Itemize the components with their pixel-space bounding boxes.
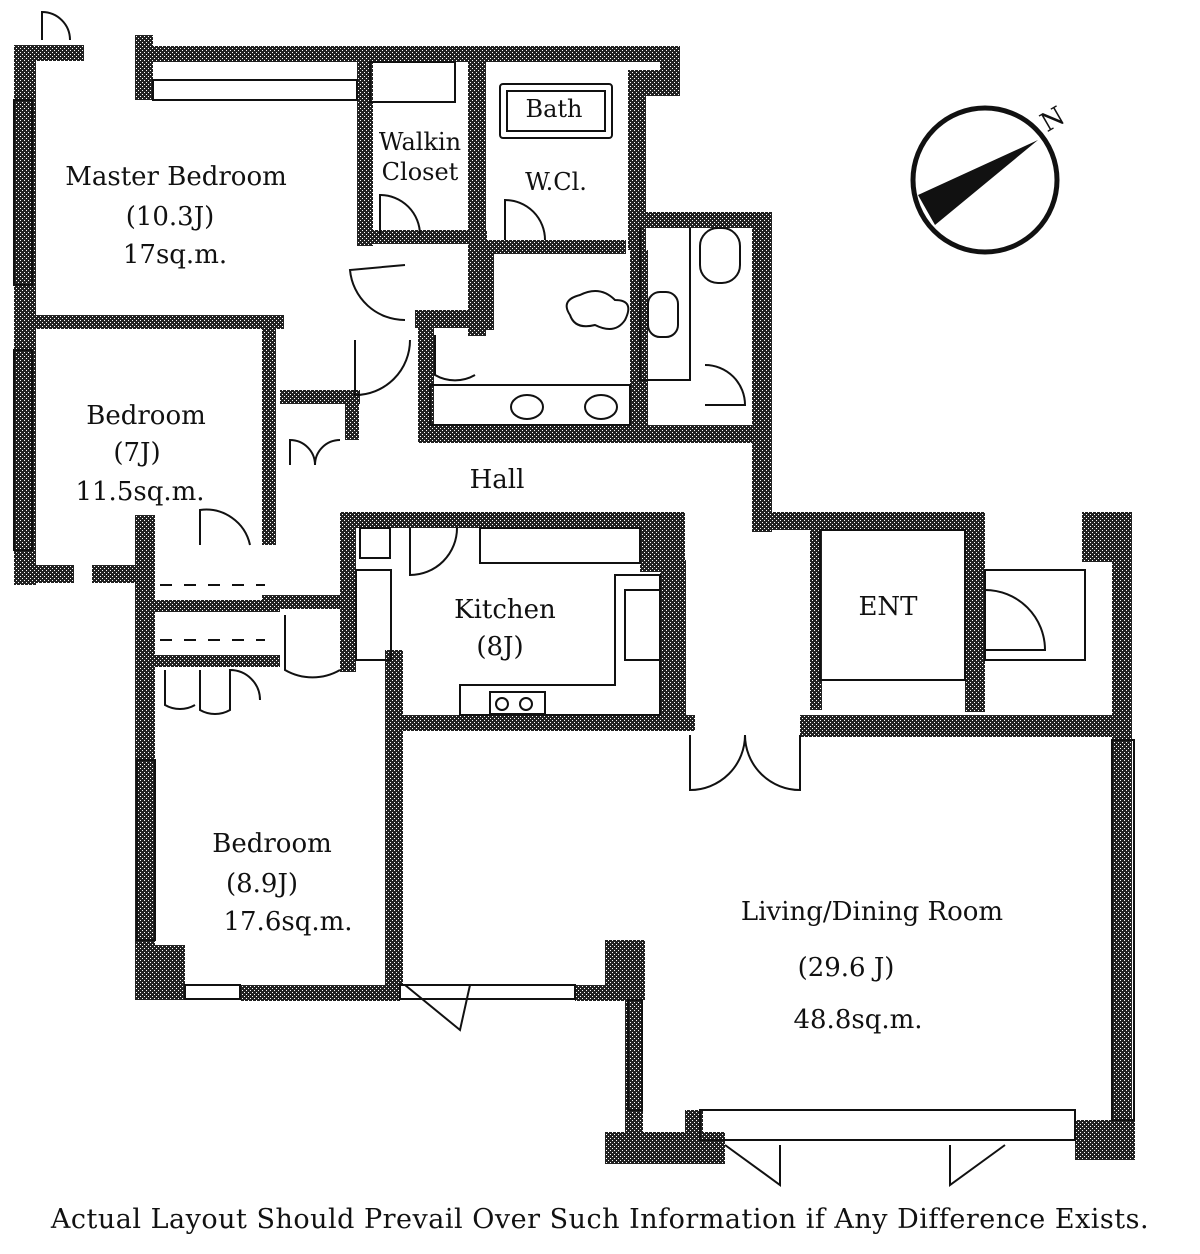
wash-basin (565, 290, 630, 330)
wc-label: W.Cl. (525, 168, 587, 196)
hall-label: Hall (470, 465, 525, 495)
toilet (647, 291, 679, 338)
master-bedroom-area: 17sq.m. (123, 240, 227, 270)
bedroom-2-name: Bedroom (212, 829, 332, 859)
kitchen-name: Kitchen (454, 595, 556, 625)
bedroom-2-area: 17.6sq.m. (223, 907, 352, 937)
kitchen-size: (8J) (476, 632, 523, 662)
compass: N (910, 101, 1070, 255)
walkin-closet-label-2: Closet (382, 158, 459, 186)
compass-circle (910, 105, 1060, 255)
master-bedroom-size: (10.3J) (126, 202, 215, 232)
windows (13, 79, 1135, 1141)
bedroom-1-area: 11.5sq.m. (75, 477, 204, 507)
living-dining-size: (29.6 J) (798, 953, 895, 983)
bath-label: Bath (525, 95, 582, 123)
exterior-walls (14, 35, 1135, 1164)
entrance-label: ENT (858, 592, 918, 622)
doors (41, 10, 1047, 1187)
master-bedroom-name: Master Bedroom (65, 162, 287, 192)
walkin-closet-label-1: Walkin (379, 128, 461, 156)
fixtures (160, 61, 966, 716)
disclaimer-text: Actual Layout Should Prevail Over Such I… (50, 1204, 1150, 1235)
bedroom-1-name: Bedroom (86, 401, 206, 431)
room-labels: Master Bedroom (10.3J) 17sq.m. Walkin Cl… (65, 95, 1003, 1035)
living-dining-name: Living/Dining Room (741, 897, 1003, 927)
living-dining-area: 48.8sq.m. (793, 1005, 922, 1035)
bedroom-2-size: (8.9J) (226, 869, 298, 899)
stove (489, 691, 546, 715)
bedroom-1-size: (7J) (113, 438, 160, 468)
north-arrow-icon (918, 140, 1038, 225)
sink-bowl (510, 394, 544, 420)
bathtub (499, 83, 613, 139)
kitchen-counter (459, 574, 661, 716)
